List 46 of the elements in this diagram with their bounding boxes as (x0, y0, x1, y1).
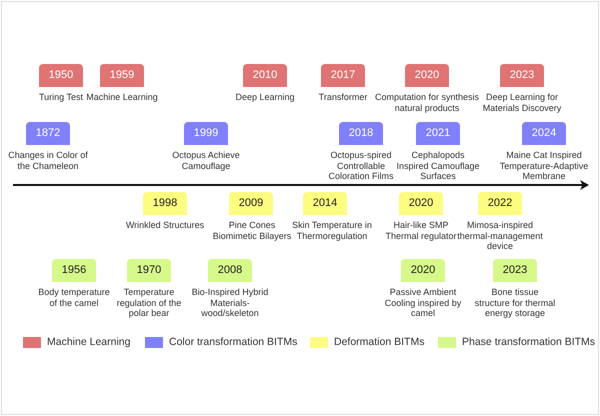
event-caption: Skin Temperature in Thermoregulation (292, 220, 372, 241)
event-caption: Temperature regulation of the polar bear (116, 287, 182, 318)
event-caption: Bone tissue structure for thermal energy storage (474, 287, 556, 318)
event-caption: Turing Test (38, 92, 84, 102)
event-caption: Deep Learning for Materials Discovery (482, 92, 562, 113)
event-caption: Changes in Color of the Chameleon (8, 150, 88, 171)
event-caption: Mimosa-inspired thermal-management device (457, 220, 544, 252)
year-tag: 1999 (184, 122, 228, 145)
event-caption: Pine Cones Biomimetic Bilayers (212, 220, 292, 241)
year-tag: 2020 (405, 64, 449, 87)
legend-label: Machine Learning (47, 336, 130, 348)
legend-label: Phase transformation BITMs (462, 336, 596, 348)
event-caption: Machine Learning (86, 92, 158, 102)
event-caption: Hair-like SMP Thermal regulator (384, 220, 458, 241)
event-caption: Octopus Achieve Camouflage (172, 150, 240, 171)
year-tag: 2023 (500, 64, 544, 87)
event-caption: Passive Ambient Cooling inspired by camel (384, 287, 462, 318)
event-caption: Cephalopods Inspired Camouflage Surfaces (396, 150, 480, 182)
year-tag: 2014 (303, 192, 347, 215)
legend-label: Deformation BITMs (334, 336, 424, 348)
event-caption: Transformer (318, 92, 368, 102)
year-tag: 2017 (321, 64, 365, 87)
year-tag: 1956 (52, 259, 96, 282)
year-tag: 2023 (493, 259, 537, 282)
year-tag: 2020 (399, 192, 443, 215)
event-caption: Wrinkled Structures (125, 220, 205, 230)
event-caption: Body temperature of the camel (38, 287, 110, 308)
year-tag: 1998 (143, 192, 187, 215)
year-tag: 2021 (416, 122, 460, 145)
year-tag: 2008 (208, 259, 252, 282)
year-tag: 1872 (26, 122, 70, 145)
year-tag: 2009 (229, 192, 273, 215)
event-caption: Computation for synthesis natural products (374, 92, 480, 113)
event-caption: Bio-Inspired Hybrid Materials-wood/skeleton (191, 287, 269, 318)
year-tag: 2010 (243, 64, 287, 87)
year-tag: 2018 (339, 122, 383, 145)
year-tag: 2024 (522, 122, 566, 145)
year-tag: 1970 (127, 259, 171, 282)
event-caption: Deep Learning (234, 92, 296, 102)
year-tag: 2022 (478, 192, 522, 215)
event-caption: Octopus-spired Controllable Coloration Films (328, 150, 394, 182)
event-caption: Maine Cat Inspired Temperature-Adaptive Membrane (499, 150, 589, 182)
year-tag: 1959 (100, 64, 144, 87)
year-tag: 1950 (39, 64, 83, 87)
year-tag: 2020 (401, 259, 445, 282)
legend-label: Color transformation BITMs (169, 336, 298, 348)
